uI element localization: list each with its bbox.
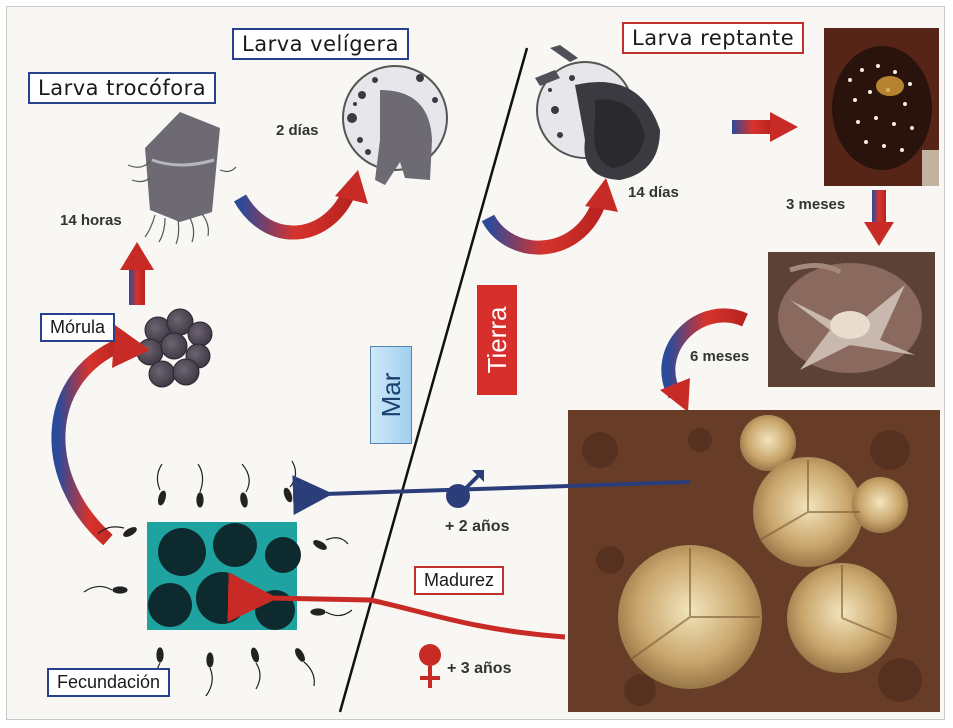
time-14-horas: 14 horas [60,212,122,229]
time-14-dias: 14 días [628,184,679,201]
female-symbol-icon [419,644,441,688]
time-2-dias: 2 días [276,122,319,139]
label-larva-trocofora: Larva trocófora [28,72,216,104]
label-madurez: Madurez [414,566,504,595]
label-morula: Mórula [40,313,115,342]
photo-fertilization [147,522,301,630]
arrow-photo1-to-photo2 [872,190,886,224]
label-fecundacion: Fecundación [47,668,170,697]
photo-juvenile-3m [824,28,939,186]
arrow-crawling-to-photo1 [732,120,772,134]
arrow-to-crawling [488,200,600,248]
zone-tierra-tag: Tierra [477,285,517,395]
veliger-larva-icon [343,66,447,185]
arrow-female-spawning [268,598,565,637]
crawling-larva-icon [535,45,660,180]
time-6-meses: 6 meses [690,348,749,365]
time-3-meses: 3 meses [786,196,845,213]
photo-adults [568,410,940,712]
photo-juvenile-6m [768,252,935,387]
label-larva-veligera: Larva velígera [232,28,409,60]
arrow-morula-to-trochophore [129,265,145,305]
arrow-fecundacion-to-morula [58,345,120,540]
zone-mar-tag: Mar [370,346,412,444]
morula-icon [137,309,212,387]
trochophore-larva-icon [128,112,236,244]
time-female-3-anos: + 3 años [447,660,511,678]
time-male-2-anos: + 2 años [445,518,509,536]
arrow-trochophore-to-veliger [240,190,350,233]
label-larva-reptante: Larva reptante [622,22,804,54]
